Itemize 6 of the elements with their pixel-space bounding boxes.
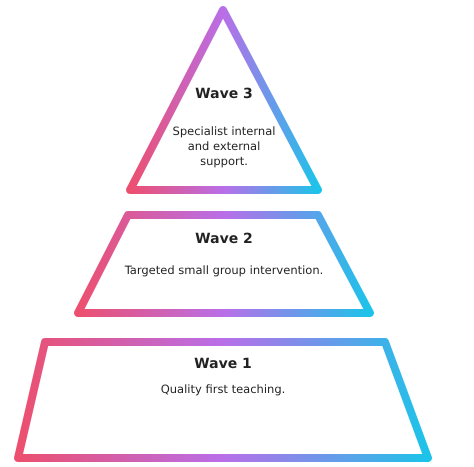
tier-heading: Wave 1	[193, 356, 253, 372]
tier-heading: Wave 3	[194, 86, 254, 102]
tier-heading: Wave 2	[194, 231, 254, 247]
tier-description: Targeted small group intervention.	[124, 263, 324, 278]
tier-description: Specialist internal and external support.	[172, 124, 276, 169]
tier-description: Quality first teaching.	[160, 382, 286, 397]
